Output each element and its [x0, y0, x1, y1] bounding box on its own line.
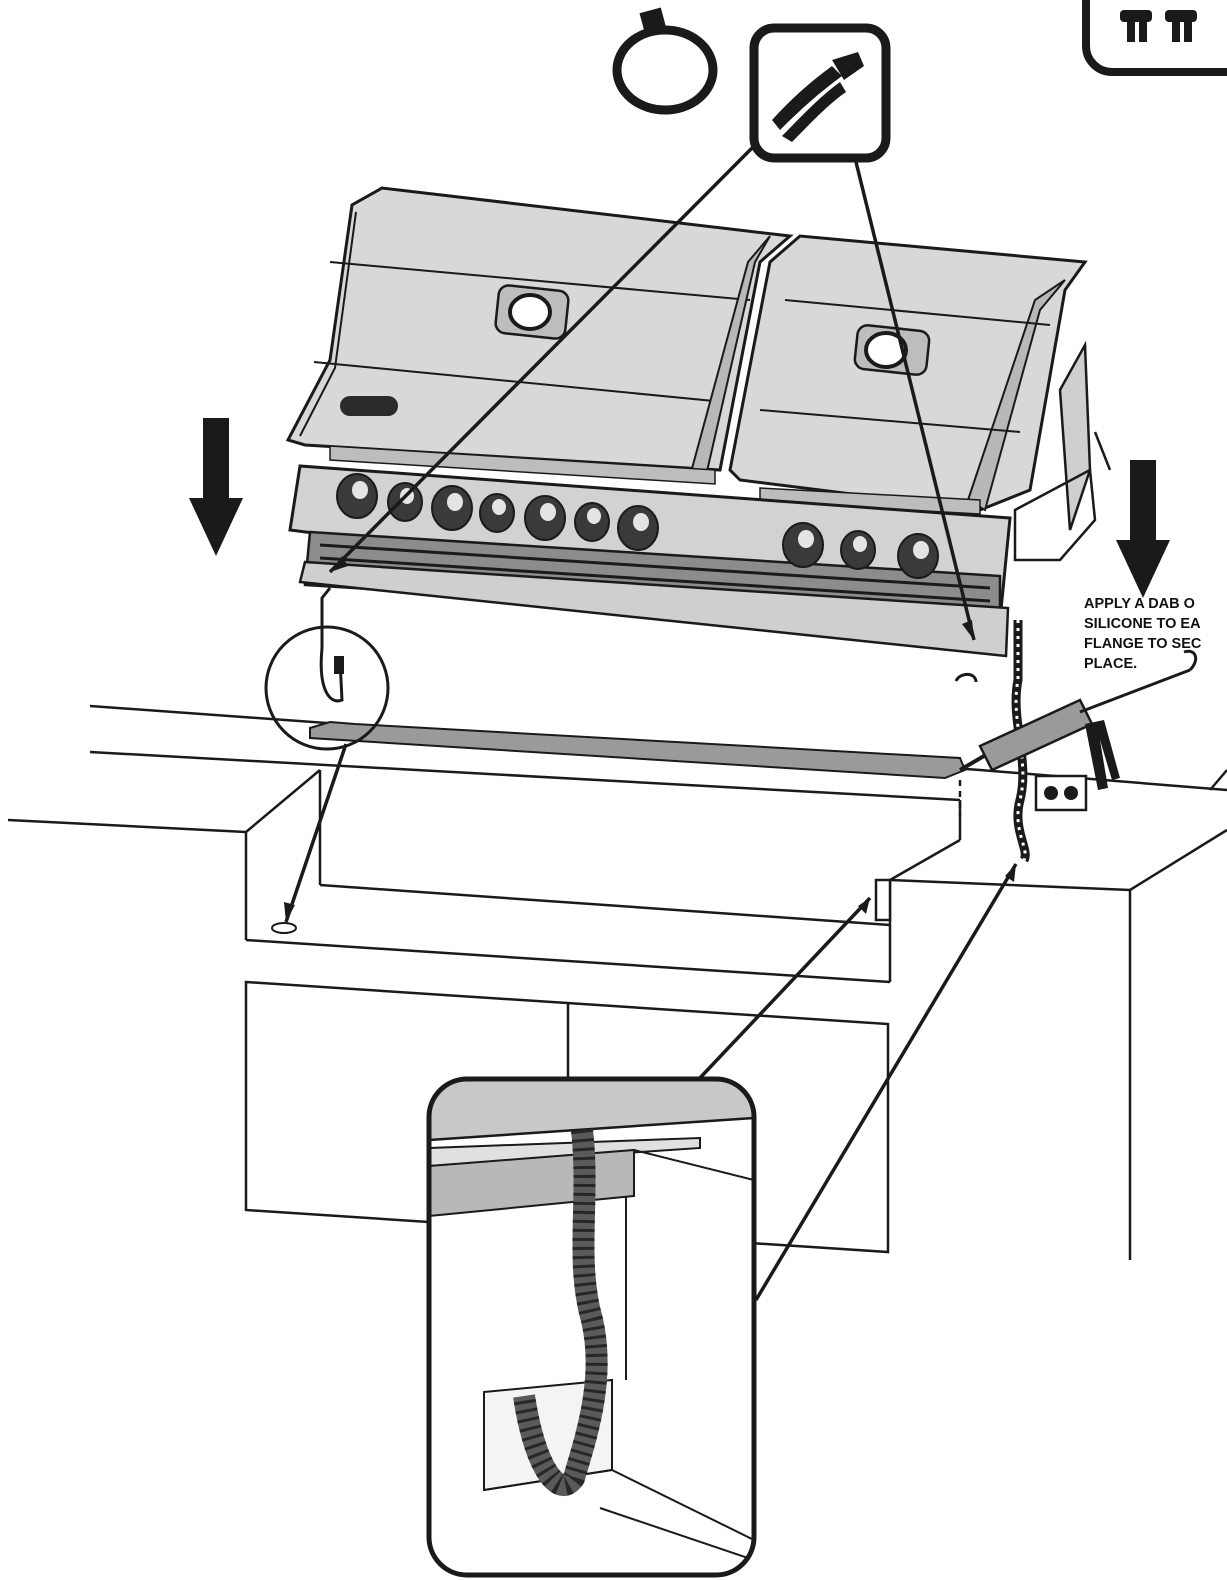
electrical-outlet: [1034, 774, 1088, 812]
silicone-instruction: APPLY A DAB O SILICONE TO EA FLANGE TO S…: [1084, 594, 1227, 674]
instruction-line-2: SILICONE TO EA: [1084, 616, 1201, 632]
instruction-line-3: FLANGE TO SEC: [1084, 636, 1202, 652]
caulking-gun-icon: [958, 649, 1198, 790]
flange-strip: [309, 720, 967, 780]
lower-left-arrow-icon: [189, 418, 243, 556]
lower-right-arrow-icon: [1116, 460, 1170, 598]
two-person-lift-icon: [1082, 0, 1227, 76]
note-pointer-icon: [954, 672, 978, 683]
grill-head: [285, 186, 1112, 658]
cable-tie-icon: [612, 7, 718, 115]
leader-lines: [284, 142, 1018, 1301]
gas-hose-left: [319, 587, 344, 703]
gas-line-hole: [271, 922, 297, 934]
coiled-hose: [1011, 620, 1030, 863]
detail-callout-circle: [264, 625, 390, 751]
instruction-line-1: APPLY A DAB O: [1084, 596, 1195, 612]
instruction-line-4: PLACE.: [1084, 656, 1138, 672]
pliers-icon: [749, 23, 891, 163]
detail-inset: [426, 1076, 757, 1578]
